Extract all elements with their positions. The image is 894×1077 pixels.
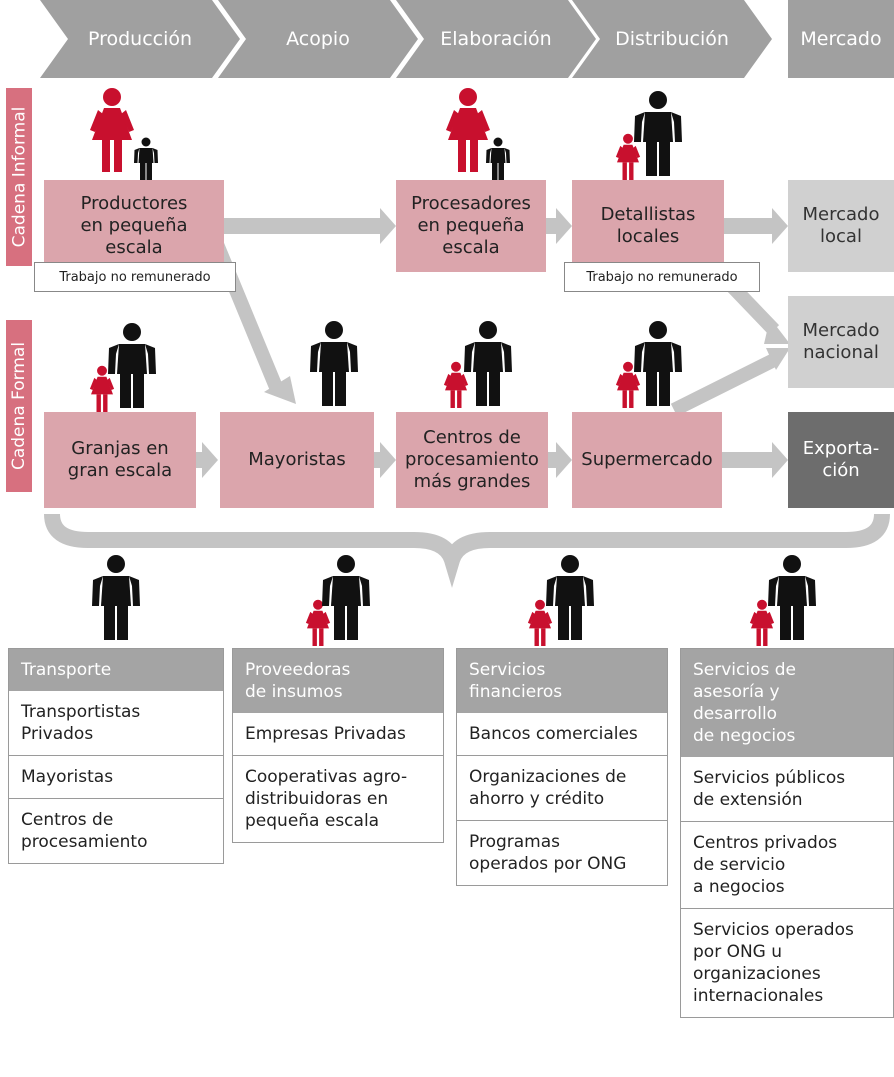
arrowhead-wholesalers (264, 376, 296, 404)
service-item: Cooperativas agro- distribuidoras en peq… (233, 755, 443, 842)
unpaid-work-note: Trabajo no remunerado (564, 262, 760, 292)
man-icon (634, 321, 682, 406)
woman-icon (527, 599, 553, 646)
arrowhead-national-top (764, 318, 790, 344)
node-small-producers: Productores en pequeña escala (44, 180, 224, 272)
man-icon (768, 555, 816, 640)
arrow-farms-to-wholesalers (196, 442, 218, 478)
man-icon (634, 91, 682, 176)
stage-elaboracion: Elaboración (396, 0, 596, 78)
arrowhead-national-bottom (766, 348, 790, 370)
service-title: Transporte (9, 649, 223, 691)
stage-label: Distribución (615, 28, 729, 50)
man-icon (108, 323, 156, 408)
service-item: Centros de procesamiento (9, 798, 223, 863)
woman-icon (446, 88, 490, 172)
service-title: Proveedoras de insumos (233, 649, 443, 713)
national-market: Mercado nacional (788, 296, 894, 388)
woman-icon (305, 599, 331, 646)
informal-chain-label: Cadena Informal (6, 88, 32, 266)
export-market: Exporta- ción (788, 412, 894, 508)
stage-label: Producción (87, 28, 193, 50)
stage-distribucion: Distribución (572, 0, 772, 78)
service-transport: Transporte Transportistas Privados Mayor… (8, 648, 224, 864)
stage-label: Mercado (800, 28, 882, 50)
service-item: Transportistas Privados (21, 702, 141, 744)
node-supermarket: Supermercado (572, 412, 722, 508)
service-item: Centros privados de servicio a negocios (681, 821, 893, 908)
arrow-producers-to-processors (224, 208, 396, 244)
arrow-supermarket-to-national (670, 353, 778, 417)
man-icon (322, 555, 370, 640)
arrow-retailers-to-local-market (724, 208, 788, 244)
node-large-farms: Granjas en gran escala (44, 412, 196, 508)
stage-label: Acopio (286, 28, 350, 50)
local-market: Mercado local (788, 180, 894, 272)
node-local-retailers: Detallistas locales (572, 180, 724, 272)
stage-acopio: Acopio (218, 0, 418, 78)
service-item: Servicios públicos de extensión (693, 768, 846, 810)
formal-chain-label: Cadena Formal (6, 320, 32, 492)
man-icon (546, 555, 594, 640)
stage-produccion: Producción (40, 0, 240, 78)
stage-label: Elaboración (440, 28, 552, 50)
man-icon (464, 321, 512, 406)
node-small-processors: Procesadores en pequeña escala (396, 180, 546, 272)
man-icon (310, 321, 358, 406)
child-icon (134, 137, 158, 180)
service-title: Servicios de asesoría y desarrollo de ne… (681, 649, 893, 757)
service-item: Bancos comerciales (469, 724, 638, 744)
service-financial: Servicios financieros Bancos comerciales… (456, 648, 668, 886)
service-item: Organizaciones de ahorro y crédito (457, 755, 667, 820)
man-icon (92, 555, 140, 640)
arrow-processors-to-retailers (546, 208, 572, 244)
woman-icon (90, 88, 134, 172)
node-large-processing: Centros de procesamiento más grandes (396, 412, 548, 508)
grouping-brace (44, 513, 890, 588)
service-item: Servicios operados por ONG u organizacio… (681, 908, 893, 1017)
service-input-suppliers: Proveedoras de insumos Empresas Privadas… (232, 648, 444, 843)
stage-mercado: Mercado (788, 0, 894, 78)
woman-icon (749, 599, 775, 646)
node-wholesalers: Mayoristas (220, 412, 374, 508)
service-business-advisory: Servicios de asesoría y desarrollo de ne… (680, 648, 894, 1018)
unpaid-work-note: Trabajo no remunerado (34, 262, 236, 292)
arrow-wholesalers-to-processing (374, 442, 396, 478)
child-icon (486, 137, 510, 180)
service-item: Empresas Privadas (245, 724, 406, 744)
arrow-processing-to-supermarket (548, 442, 572, 478)
service-title: Servicios financieros (457, 649, 667, 713)
service-item: Programas operados por ONG (457, 820, 667, 885)
arrow-supermarket-to-export (722, 442, 788, 478)
service-item: Mayoristas (9, 755, 223, 798)
